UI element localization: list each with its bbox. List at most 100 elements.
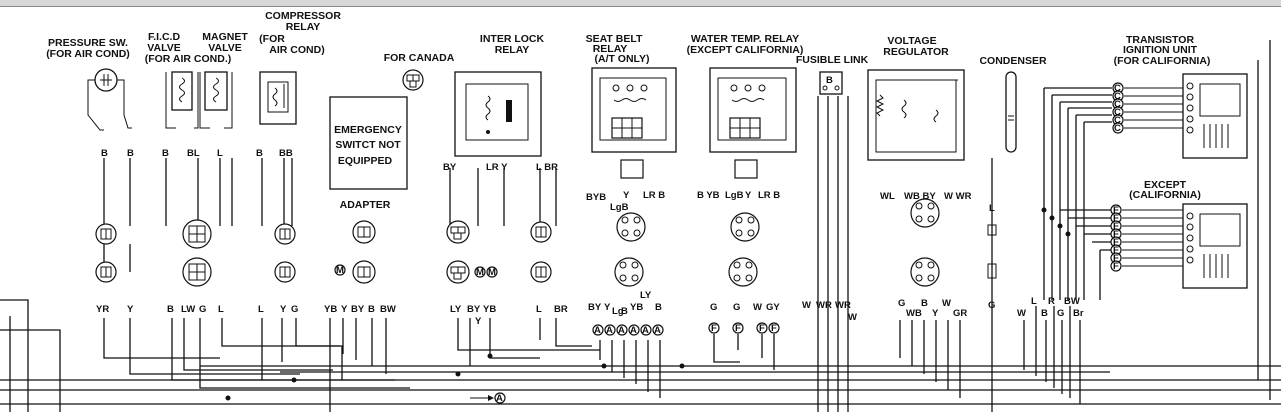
svg-text:F: F — [1113, 205, 1119, 216]
svg-text:YR: YR — [96, 304, 109, 315]
svg-text:(FOR AIR COND.): (FOR AIR COND.) — [145, 53, 232, 65]
svg-text:GR: GR — [953, 308, 967, 319]
transistor-ignition-label: TRANSISTOR IGNITION UNIT (FOR CALIFORNIA… — [1114, 34, 1211, 67]
svg-text:VALVE: VALVE — [147, 42, 180, 54]
svg-text:C: C — [1114, 99, 1121, 110]
svg-text:B: B — [921, 298, 928, 309]
condenser-symbol — [1005, 71, 1017, 153]
svg-text:SWITCT NOT: SWITCT NOT — [335, 139, 401, 151]
svg-text:YB: YB — [324, 304, 337, 315]
svg-text:C: C — [1114, 91, 1121, 102]
svg-text:WL: WL — [880, 191, 895, 202]
svg-text:A: A — [642, 325, 649, 336]
svg-text:F: F — [1113, 237, 1119, 248]
svg-text:LR B: LR B — [758, 190, 780, 201]
svg-text:WR: WR — [835, 300, 851, 311]
voltage-regulator-symbol — [867, 69, 965, 161]
svg-text:L: L — [1031, 296, 1037, 307]
svg-text:RELAY: RELAY — [286, 21, 321, 33]
svg-text:M: M — [336, 265, 344, 276]
transistor-pin-codes: C C C C C C — [1112, 82, 1183, 134]
svg-text:VALVE: VALVE — [208, 42, 241, 54]
svg-text:L: L — [217, 148, 223, 159]
svg-text:(FOR CALIFORNIA): (FOR CALIFORNIA) — [1114, 55, 1211, 67]
svg-text:EMERGENCY: EMERGENCY — [334, 124, 402, 136]
svg-text:INTER LOCK: INTER LOCK — [480, 33, 545, 45]
svg-text:Y: Y — [932, 308, 939, 319]
svg-text:Lg: Lg — [612, 306, 624, 317]
water-temp-relay-label: WATER TEMP. RELAY (EXCEPT CALIFORNIA) — [687, 33, 804, 56]
svg-text:F: F — [1113, 261, 1119, 272]
svg-text:B: B — [655, 302, 662, 313]
svg-text:B: B — [621, 306, 628, 317]
svg-text:W: W — [1017, 308, 1026, 319]
bottom-ref-marker: A — [470, 392, 506, 404]
svg-text:RELAY: RELAY — [495, 44, 530, 56]
except-pin-codes: F F F F F F F F — [1110, 204, 1183, 272]
window-top-bar — [0, 0, 1281, 7]
svg-text:TRANSISTOR: TRANSISTOR — [1126, 34, 1194, 46]
magnet-valve-label: MAGNET VALVE — [202, 31, 248, 54]
svg-text:L: L — [536, 304, 542, 315]
adapter-label: ADAPTER — [340, 199, 391, 211]
interlock-relay-label: INTER LOCK RELAY — [480, 33, 545, 56]
svg-text:G: G — [710, 302, 717, 313]
svg-text:LR B: LR B — [643, 190, 665, 201]
svg-text:BY: BY — [443, 162, 457, 173]
emergency-switch-box: EMERGENCY SWITCT NOT EQUIPPED — [329, 96, 408, 190]
svg-text:F: F — [1113, 253, 1119, 264]
compressor-relay-label: COMPRESSOR RELAY (FOR AIR COND) — [259, 10, 341, 56]
svg-text:F: F — [1113, 213, 1119, 224]
svg-text:A: A — [606, 325, 613, 336]
svg-text:G: G — [733, 302, 740, 313]
svg-text:B YB: B YB — [697, 190, 720, 201]
svg-text:LY: LY — [640, 290, 652, 301]
condenser-label: CONDENSER — [979, 55, 1047, 67]
svg-text:G: G — [291, 304, 298, 315]
svg-text:L: L — [989, 203, 995, 214]
svg-text:BY: BY — [467, 304, 481, 315]
svg-text:B: B — [368, 304, 375, 315]
svg-text:F: F — [771, 323, 777, 334]
svg-text:EQUIPPED: EQUIPPED — [338, 155, 393, 167]
svg-text:BR: BR — [554, 304, 568, 315]
svg-text:VOLTAGE: VOLTAGE — [887, 35, 936, 47]
pressure-switch-label: PRESSURE SW. (FOR AIR COND) — [46, 37, 130, 60]
svg-text:YB: YB — [483, 304, 496, 315]
svg-text:A: A — [654, 325, 661, 336]
connectors-lower: M M M — [95, 257, 997, 287]
water-temp-relay-symbol — [709, 67, 797, 153]
svg-text:Y: Y — [475, 316, 482, 327]
compressor-relay-symbol — [259, 71, 297, 125]
svg-text:WB: WB — [906, 308, 922, 319]
interlock-relay-symbol — [454, 71, 542, 157]
svg-text:A: A — [630, 325, 637, 336]
svg-text:L: L — [258, 304, 264, 315]
svg-text:YB: YB — [630, 302, 643, 313]
except-california-label: EXCEPT (CALIFORNIA) — [1129, 179, 1201, 201]
svg-text:B: B — [826, 75, 833, 86]
svg-text:AIR COND): AIR COND) — [269, 44, 324, 56]
svg-text:B: B — [256, 148, 263, 159]
watertemp-connector-codes: F F F F — [708, 322, 780, 334]
svg-text:Y: Y — [604, 302, 611, 313]
svg-text:LR Y: LR Y — [486, 162, 508, 173]
svg-text:Y: Y — [745, 190, 752, 201]
svg-text:F: F — [1113, 221, 1119, 232]
svg-text:WR: WR — [816, 300, 832, 311]
svg-text:BW: BW — [1064, 296, 1080, 307]
svg-text:F: F — [1113, 245, 1119, 256]
svg-text:GY: GY — [766, 302, 780, 313]
svg-text:F: F — [759, 323, 765, 334]
transistor-ignition-unit — [1182, 73, 1248, 159]
svg-text:F.I.C.D: F.I.C.D — [148, 31, 181, 43]
svg-text:M: M — [488, 267, 496, 278]
svg-text:F: F — [1113, 229, 1119, 240]
svg-text:(CALIFORNIA): (CALIFORNIA) — [1129, 189, 1201, 201]
svg-text:L: L — [218, 304, 224, 315]
ficd-valve-symbol — [165, 71, 199, 129]
svg-text:A: A — [618, 325, 625, 336]
svg-text:(FOR: (FOR — [259, 33, 285, 45]
svg-text:BW: BW — [380, 304, 396, 315]
